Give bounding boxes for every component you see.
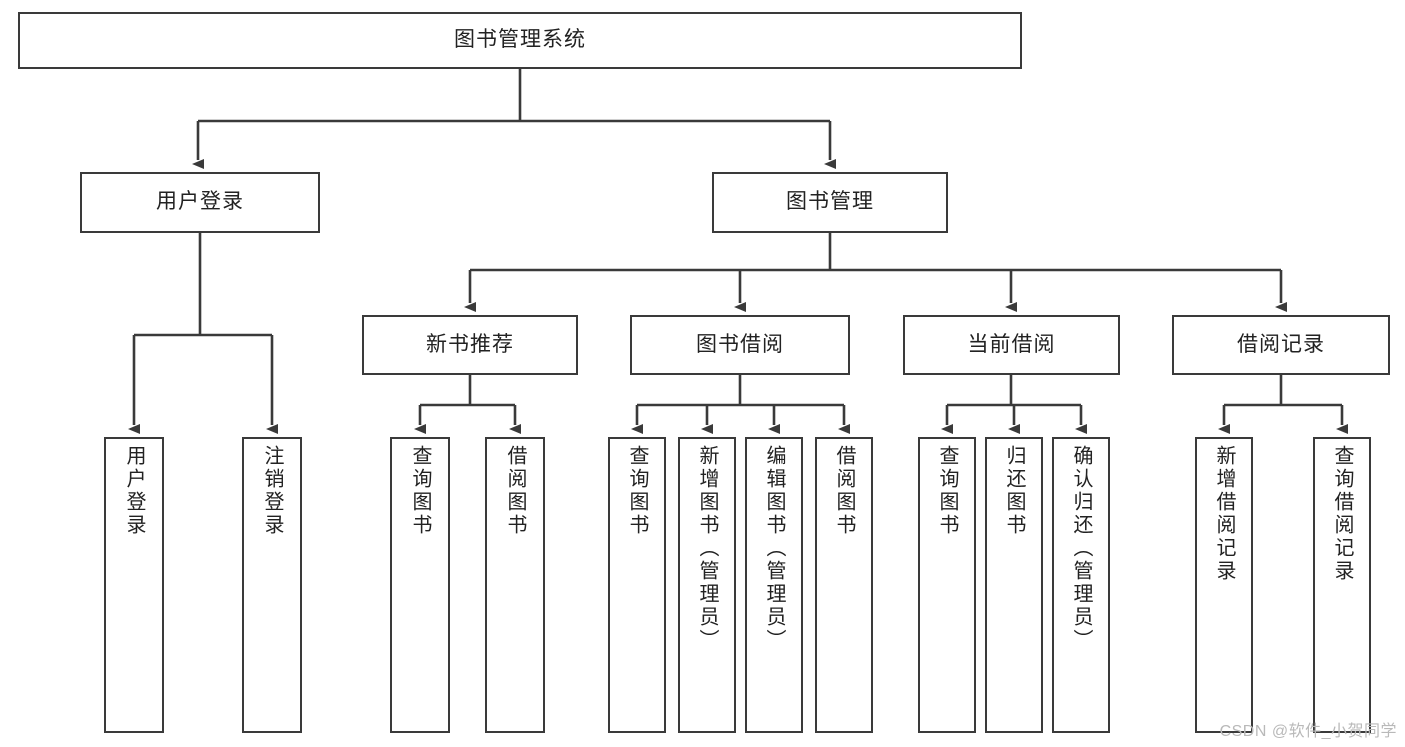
node-book-management[interactable]: 图书管理 (712, 172, 948, 233)
leaf-query-book-rec[interactable]: 查询图书 (390, 437, 450, 733)
node-label: 查询图书 (409, 445, 431, 537)
node-label: 图书借阅 (696, 332, 784, 356)
leaf-add-book-admin[interactable]: 新增图书（管理员） (678, 437, 736, 733)
node-root-system[interactable]: 图书管理系统 (18, 12, 1022, 69)
leaf-edit-book-admin[interactable]: 编辑图书（管理员） (745, 437, 803, 733)
node-label: 图书管理系统 (454, 28, 586, 52)
watermark: CSDN @软件_小贺同学 (1219, 723, 1397, 740)
node-label: 借阅记录 (1237, 332, 1325, 356)
node-book-borrow[interactable]: 图书借阅 (630, 315, 850, 375)
node-user-login[interactable]: 用户登录 (80, 172, 320, 233)
leaf-query-borrow-record[interactable]: 查询借阅记录 (1313, 437, 1371, 733)
node-label: 归还图书 (1003, 445, 1025, 537)
node-borrow-record[interactable]: 借阅记录 (1172, 315, 1390, 375)
node-label: 新增图书（管理员） (696, 445, 718, 652)
node-label: 新书推荐 (426, 332, 514, 356)
node-label: 借阅图书 (833, 445, 855, 537)
leaf-query-book[interactable]: 查询图书 (608, 437, 666, 733)
node-label: 查询图书 (626, 445, 648, 537)
node-label: 注销登录 (261, 445, 283, 537)
leaf-logout[interactable]: 注销登录 (242, 437, 302, 733)
leaf-query-book-current[interactable]: 查询图书 (918, 437, 976, 733)
node-label: 查询借阅记录 (1331, 445, 1353, 583)
leaf-borrow-book[interactable]: 借阅图书 (815, 437, 873, 733)
node-label: 新增借阅记录 (1213, 445, 1235, 583)
leaf-confirm-return-admin[interactable]: 确认归还（管理员） (1052, 437, 1110, 733)
leaf-user-login[interactable]: 用户登录 (104, 437, 164, 733)
node-new-book-recommend[interactable]: 新书推荐 (362, 315, 578, 375)
node-label: 当前借阅 (967, 332, 1056, 356)
node-label: 借阅图书 (504, 445, 526, 537)
node-label: 图书管理 (786, 190, 874, 214)
node-current-borrow[interactable]: 当前借阅 (903, 315, 1120, 375)
leaf-add-borrow-record[interactable]: 新增借阅记录 (1195, 437, 1253, 733)
node-label: 确认归还（管理员） (1070, 445, 1092, 652)
leaf-return-book[interactable]: 归还图书 (985, 437, 1043, 733)
node-label: 用户登录 (156, 190, 244, 214)
node-label: 编辑图书（管理员） (763, 445, 785, 652)
leaf-borrow-book-rec[interactable]: 借阅图书 (485, 437, 545, 733)
node-label: 查询图书 (936, 445, 958, 537)
node-label: 用户登录 (123, 445, 145, 537)
